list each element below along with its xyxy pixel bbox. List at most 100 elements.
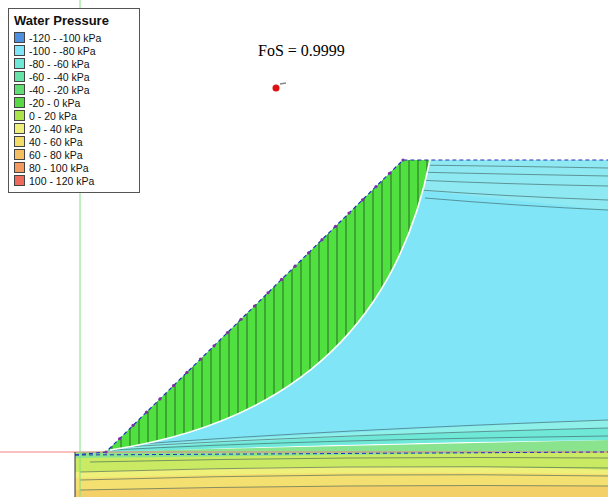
legend-row: 80 - 100 kPa <box>14 161 133 174</box>
surface-point <box>334 225 337 228</box>
legend-row: -60 - -40 kPa <box>14 70 133 83</box>
slice-line <box>130 150 131 460</box>
surface-point <box>104 450 107 453</box>
surface-point <box>212 344 215 347</box>
surface-point <box>293 265 296 268</box>
surface-point <box>199 357 202 360</box>
slice-line <box>193 150 194 460</box>
legend-row: 40 - 60 kPa <box>14 135 133 148</box>
legend-row: 0 - 20 kPa <box>14 109 133 122</box>
legend-row: -80 - -60 kPa <box>14 57 133 70</box>
slice-line <box>211 150 212 460</box>
legend-swatch <box>14 162 25 173</box>
slice-line <box>391 150 392 460</box>
slice-line <box>175 150 176 460</box>
legend-swatch <box>14 123 25 134</box>
factor-of-safety: FoS = 0.9999 <box>258 42 345 60</box>
slice-line <box>292 150 293 460</box>
surface-point <box>388 172 391 175</box>
surface-point <box>266 291 269 294</box>
surface-point <box>131 424 134 427</box>
slice-line <box>337 150 338 460</box>
surface-point <box>226 331 229 334</box>
foundation-band <box>75 486 608 497</box>
legend-label: -80 - -60 kPa <box>29 58 90 70</box>
surface-points <box>104 158 404 453</box>
slice-line <box>220 150 221 460</box>
surface-point <box>172 384 175 387</box>
legend-row: -20 - 0 kPa <box>14 96 133 109</box>
legend-swatch <box>14 45 25 56</box>
surface-point <box>347 211 350 214</box>
slice-line <box>409 150 410 460</box>
surface-point <box>374 185 377 188</box>
legend-swatch <box>14 71 25 82</box>
surface-point <box>401 158 404 161</box>
legend-label: -60 - -40 kPa <box>29 71 90 83</box>
foundation-band <box>75 473 608 497</box>
slip-mass <box>106 160 430 452</box>
slice-line <box>355 150 356 460</box>
slice-line <box>283 150 284 460</box>
slip-centre <box>273 85 280 92</box>
surface-point <box>118 437 121 440</box>
ground-surface <box>75 160 608 455</box>
slice-line <box>121 150 122 460</box>
legend-row: -40 - -20 kPa <box>14 83 133 96</box>
slice-line <box>382 150 383 460</box>
surface-point <box>185 371 188 374</box>
surface-point <box>361 198 364 201</box>
legend-box: Water Pressure -120 - -100 kPa-100 - -80 … <box>8 8 140 193</box>
legend-label: 60 - 80 kPa <box>29 149 83 161</box>
legend-label: -120 - -100 kPa <box>29 32 101 44</box>
legend-swatch <box>14 136 25 147</box>
slice-line <box>139 150 140 460</box>
slice-line <box>373 150 374 460</box>
legend-label: 100 - 120 kPa <box>29 175 94 187</box>
slice-line <box>418 150 419 460</box>
slice-line <box>319 150 320 460</box>
legend-label: -100 - -80 kPa <box>29 45 96 57</box>
slice-line <box>229 150 230 460</box>
legend-swatch <box>14 175 25 186</box>
slip-surface <box>110 160 430 450</box>
slice-line <box>112 150 113 460</box>
legend-label: 40 - 60 kPa <box>29 136 83 148</box>
legend-label: -40 - -20 kPa <box>29 84 90 96</box>
legend-swatch <box>14 84 25 95</box>
embankment-body <box>106 160 608 452</box>
legend-label: -20 - 0 kPa <box>29 97 80 109</box>
slice-line <box>274 150 275 460</box>
layer-boundary <box>75 452 608 455</box>
slice-line <box>301 150 302 460</box>
slice-line <box>166 150 167 460</box>
slice-line <box>247 150 248 460</box>
legend-row: -120 - -100 kPa <box>14 31 133 44</box>
slice-line <box>427 150 428 460</box>
legend-label: 80 - 100 kPa <box>29 162 89 174</box>
slice-line <box>346 150 347 460</box>
legend-row: 60 - 80 kPa <box>14 148 133 161</box>
legend-swatch <box>14 110 25 121</box>
slice-line <box>202 150 203 460</box>
crest-zone <box>403 160 608 210</box>
centre-marker <box>280 83 286 84</box>
slice-line <box>148 150 149 460</box>
legend-swatch <box>14 97 25 108</box>
legend-swatch <box>14 32 25 43</box>
legend-title: Water Pressure <box>14 13 133 28</box>
legend-swatch <box>14 149 25 160</box>
legend-swatch <box>14 58 25 69</box>
slice-line <box>184 150 185 460</box>
slice-line <box>328 150 329 460</box>
surface-point <box>307 251 310 254</box>
slice-lines <box>112 150 427 460</box>
slice-line <box>364 150 365 460</box>
legend-label: 0 - 20 kPa <box>29 110 77 122</box>
slice-line <box>157 150 158 460</box>
legend-row: 100 - 120 kPa <box>14 174 133 187</box>
slice-line <box>265 150 266 460</box>
boundary-line <box>75 452 76 497</box>
legend-row: 20 - 40 kPa <box>14 122 133 135</box>
legend-row: -100 - -80 kPa <box>14 44 133 57</box>
